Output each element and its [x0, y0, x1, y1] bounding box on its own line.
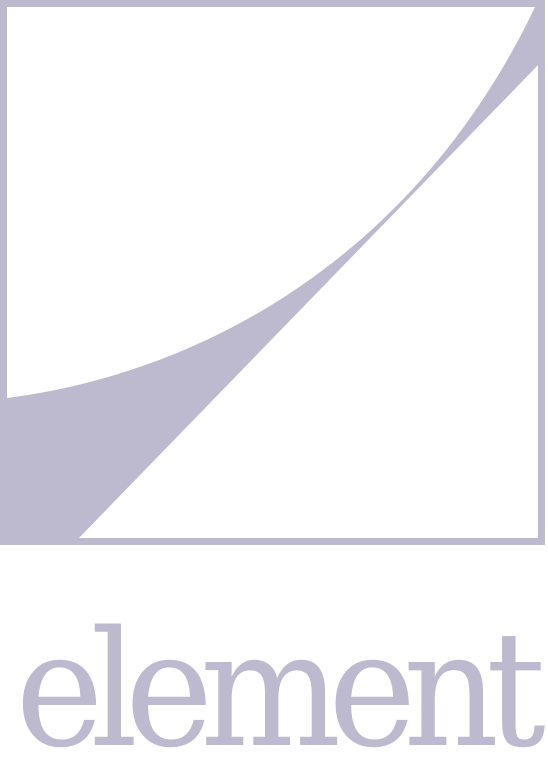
logo-swoosh [7, 5, 541, 541]
wordmark-container: element [0, 586, 548, 770]
wordmark-text: element [15, 596, 545, 783]
square-swoosh-logo-mark [0, 0, 545, 545]
logo-frame [0, 0, 545, 545]
